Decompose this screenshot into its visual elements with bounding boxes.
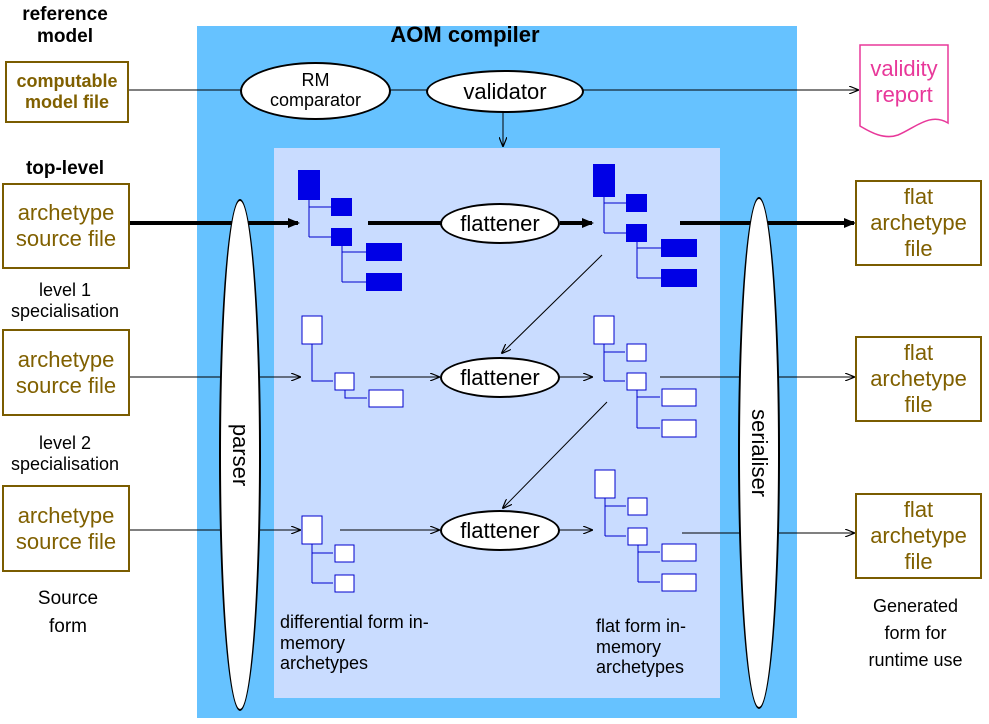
l2-flat-archetype-box: flat archetype file bbox=[855, 493, 982, 579]
rm-comparator-node: RM comparator bbox=[240, 62, 391, 120]
top-level-label: top-level bbox=[25, 158, 105, 179]
reference-model-label: reference model bbox=[22, 4, 108, 47]
flattener-level1: flattener bbox=[440, 357, 560, 398]
flat-form-caption: flat form in-memory archetypes bbox=[596, 616, 687, 678]
generated-form-caption: Generated form for runtime use bbox=[868, 596, 963, 670]
level2-label: level 2 specialisation bbox=[10, 433, 120, 474]
top-archetype-source-box: archetype source file bbox=[2, 183, 130, 269]
source-form-label: Source form bbox=[37, 588, 99, 637]
l1-differential-tree bbox=[301, 315, 404, 408]
l2-differential-tree bbox=[301, 515, 355, 593]
top-flat-tree bbox=[593, 164, 697, 287]
validity-report-doc bbox=[859, 44, 949, 138]
parser-node: parser bbox=[219, 199, 261, 711]
l1-flat-tree bbox=[593, 315, 697, 438]
flattener-top: flattener bbox=[440, 203, 560, 244]
top-differential-tree bbox=[298, 170, 402, 291]
computable-model-file-box: computable model file bbox=[5, 61, 129, 123]
l2-flat-tree bbox=[594, 469, 697, 592]
aom-compiler-title: AOM compiler bbox=[390, 22, 540, 47]
top-flat-archetype-box: flat archetype file bbox=[855, 180, 982, 266]
differential-form-caption: differential form in-memory archetypes bbox=[280, 612, 429, 674]
l1-flat-archetype-box: flat archetype file bbox=[855, 336, 982, 422]
l2-archetype-source-box: archetype source file bbox=[2, 485, 130, 572]
validator-node: validator bbox=[426, 70, 584, 113]
l1-archetype-source-box: archetype source file bbox=[2, 329, 130, 416]
level1-label: level 1 specialisation bbox=[10, 280, 120, 321]
flattener-level2: flattener bbox=[440, 510, 560, 551]
serialiser-node: serialiser bbox=[738, 197, 780, 709]
validity-report-text: validity report bbox=[870, 56, 938, 108]
